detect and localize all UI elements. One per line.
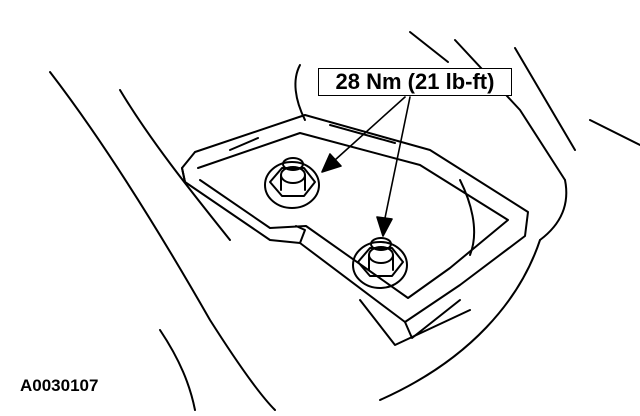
arrowhead-upper — [321, 153, 342, 173]
leader-arrows — [321, 96, 411, 237]
arrowhead-lower — [376, 216, 393, 237]
nut-upper — [264, 157, 320, 209]
housing-outline — [49, 31, 640, 411]
torque-callout: 28 Nm (21 lb-ft) — [318, 68, 512, 96]
bracket — [181, 114, 529, 346]
leader-upper — [334, 96, 406, 161]
leader-lower — [384, 96, 411, 219]
figure-id: A0030107 — [20, 376, 99, 395]
nut-lower — [352, 237, 408, 289]
